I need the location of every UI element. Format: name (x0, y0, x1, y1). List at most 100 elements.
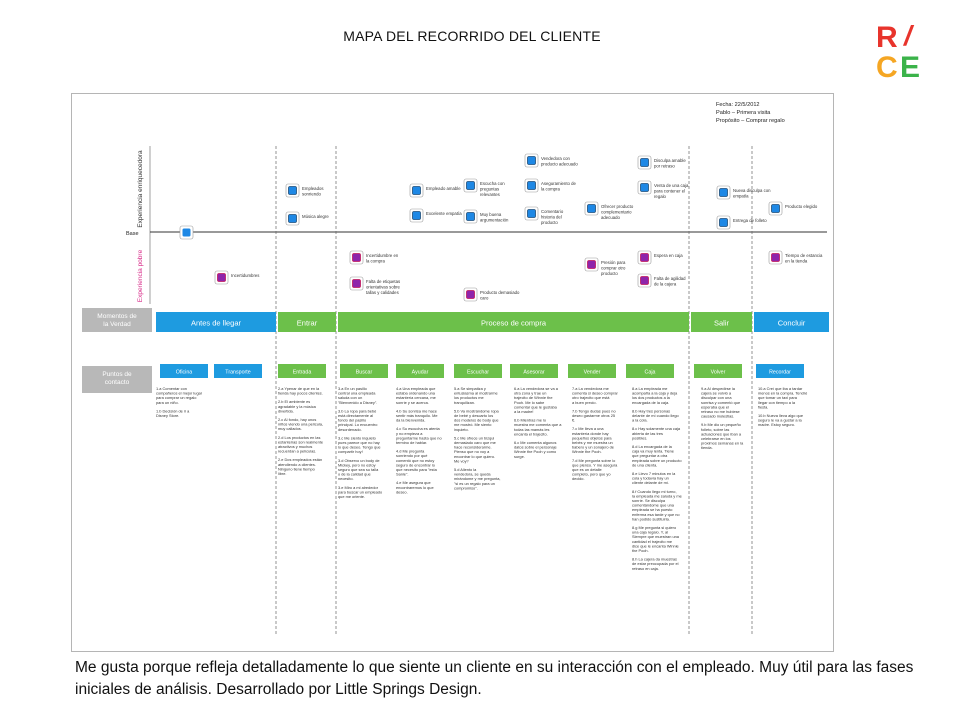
touchpoint-box (454, 364, 502, 378)
note-line: para buscar un empleado (338, 489, 382, 494)
note-line: abierta de las tres (632, 431, 663, 436)
note-line: Sanle". (396, 472, 408, 477)
emotion-label: Escucha con (480, 181, 505, 186)
note-line: a la madre! (514, 409, 533, 414)
note-line: dice que le encanta Winnie (632, 543, 679, 548)
note-line: sonriendo por qué (396, 453, 427, 458)
emotion-label: Nueva disculpa con (733, 188, 771, 193)
emotion-label: Empleado amable (426, 186, 461, 191)
note-line: deseo gastarme otros 25 (572, 413, 615, 418)
note-line: encontraremos lo que (396, 485, 434, 490)
note-line: dos modelos de body que (454, 418, 499, 423)
note-line: 6.b Mientras me lo (514, 418, 546, 423)
note-line: estantería donde hay (572, 431, 609, 436)
note-line: atendiendo a clientes. (278, 462, 316, 467)
note-line: todas las mamás les (514, 427, 550, 432)
note-line: libre. (278, 471, 286, 476)
note-line: inquieto. (454, 427, 469, 432)
touchpoint-label: Ayudar (412, 370, 429, 376)
emotion-label: Presión para (601, 260, 626, 265)
note-line: Me voy? (454, 458, 470, 463)
note-line: 4.b Su sonrisa me hace (396, 408, 437, 413)
note-line: 3.b La ropa para bebé (338, 408, 376, 413)
touchpoint-label: Volver (711, 370, 726, 376)
note-line: encanta el trajecito. (514, 431, 548, 436)
note-line: Winnie the Pooh y como (514, 449, 556, 454)
note-line: hace reconsiderarme. (454, 445, 492, 450)
note-line: sonríe y se acerca. (396, 400, 429, 405)
note-line: cajera se volvió a (701, 391, 732, 396)
note-line: a buen precio. (572, 400, 597, 405)
note-line: 7.c Me lleva a una (572, 426, 604, 431)
note-line: Pienso que no voy a (454, 449, 490, 454)
note-line: 8.c Hay solamente una caja (632, 426, 681, 431)
note-line: demasiado caro que me (454, 440, 496, 445)
phase-label: Salir (714, 319, 730, 328)
negative-emotion-icon (771, 253, 780, 262)
positive-emotion-icon (719, 218, 728, 227)
emotion-label: Excelente empatía (426, 211, 462, 216)
note-line: 4.e Me asegura que (396, 480, 431, 485)
note-line: y no empieza a (396, 431, 423, 436)
note-line: 2.a Ypenar de que en la (278, 386, 320, 391)
re-logo: R / C E (872, 20, 932, 84)
note-line: comentar que le gustaba (514, 404, 558, 409)
note-line: 3.c Me siento inquieto (338, 435, 376, 440)
note-line: disculpar con una (701, 395, 732, 400)
emotion-label: Incertidumbre en (366, 253, 399, 258)
phase-box (691, 312, 752, 332)
phase-label: Concluir (778, 319, 806, 328)
note-line: 9.a Al despedirse la (701, 386, 736, 391)
touchpoint-box (568, 364, 616, 378)
note-line: cola y todavía hay un (632, 476, 669, 481)
emotion-label: la compra (541, 187, 560, 192)
emotion-label: Vendedora con (541, 156, 571, 161)
note-line: comentándome que una (632, 503, 675, 508)
note-line: 8.h La cajera da muestras (632, 557, 677, 562)
note-line: mirándome y me pregunta, (454, 476, 501, 481)
emotion-label: Entrega de folleto (733, 218, 767, 223)
note-line: seguro que sea su talla (338, 467, 379, 472)
note-line: muy callados. (278, 426, 302, 431)
positive-emotion-icon (466, 212, 475, 221)
note-line: 8.d La encargada de la (632, 444, 673, 449)
note-line: que es un detalle (572, 467, 602, 472)
note-line: actuaciones que iban a (701, 431, 742, 436)
note-line: 8.a La empleada me (632, 386, 667, 391)
note-line: empleada sobre un producto (632, 458, 682, 463)
note-line: los dos productos a la (632, 395, 671, 400)
note-line: datos sobre el personaje (514, 445, 557, 450)
emotion-label: Empleados (302, 186, 324, 191)
note-line: para comprar un regalo (156, 395, 196, 400)
touchpoint-box (510, 364, 558, 378)
emotion-label: producto (541, 220, 558, 225)
note-line: 2.e Dos empleados están (278, 457, 322, 462)
note-line: saluda con un (338, 395, 362, 400)
emotion-label: preguntas (480, 187, 499, 192)
note-line: 5.a Se simpatiza y (454, 386, 486, 391)
positive-emotion-icon (587, 204, 596, 213)
note-line: madre. Estoy seguro. (758, 422, 795, 427)
note-line: 8.b Hay tres personas (632, 408, 670, 413)
emotion-label: de la cajera (654, 282, 677, 287)
note-line: cliente delante de mí. (632, 480, 669, 485)
note-line: fondo del pasillo (338, 418, 366, 423)
positive-emotion-icon (640, 158, 649, 167)
note-line: 5.b Va mostrándome ropa (454, 408, 500, 413)
touchpoint-label: Transporte (225, 370, 250, 376)
touchpoint-box (396, 364, 444, 378)
note-line: 6.a La vendedora se va a (514, 386, 559, 391)
note-line: necesito. (338, 476, 354, 481)
touchpoint-label: Escuchar (467, 370, 489, 376)
note-line: próximos semanas en la (701, 441, 744, 446)
note-line: 5.c Me ofrece un bizqui (454, 435, 494, 440)
emotion-label: Muy buena (480, 212, 502, 217)
phase-box (754, 312, 829, 332)
note-line: tranquilizan. (454, 400, 475, 405)
note-line: otra zona y trae un (514, 391, 546, 396)
positive-emotion-icon (527, 181, 536, 190)
note-line: esperaba que el (701, 404, 729, 409)
note-line: para un niño. (156, 400, 179, 405)
note-line: una caja regalo. Y, al (632, 530, 668, 535)
emotion-label: para contener el (654, 189, 685, 194)
